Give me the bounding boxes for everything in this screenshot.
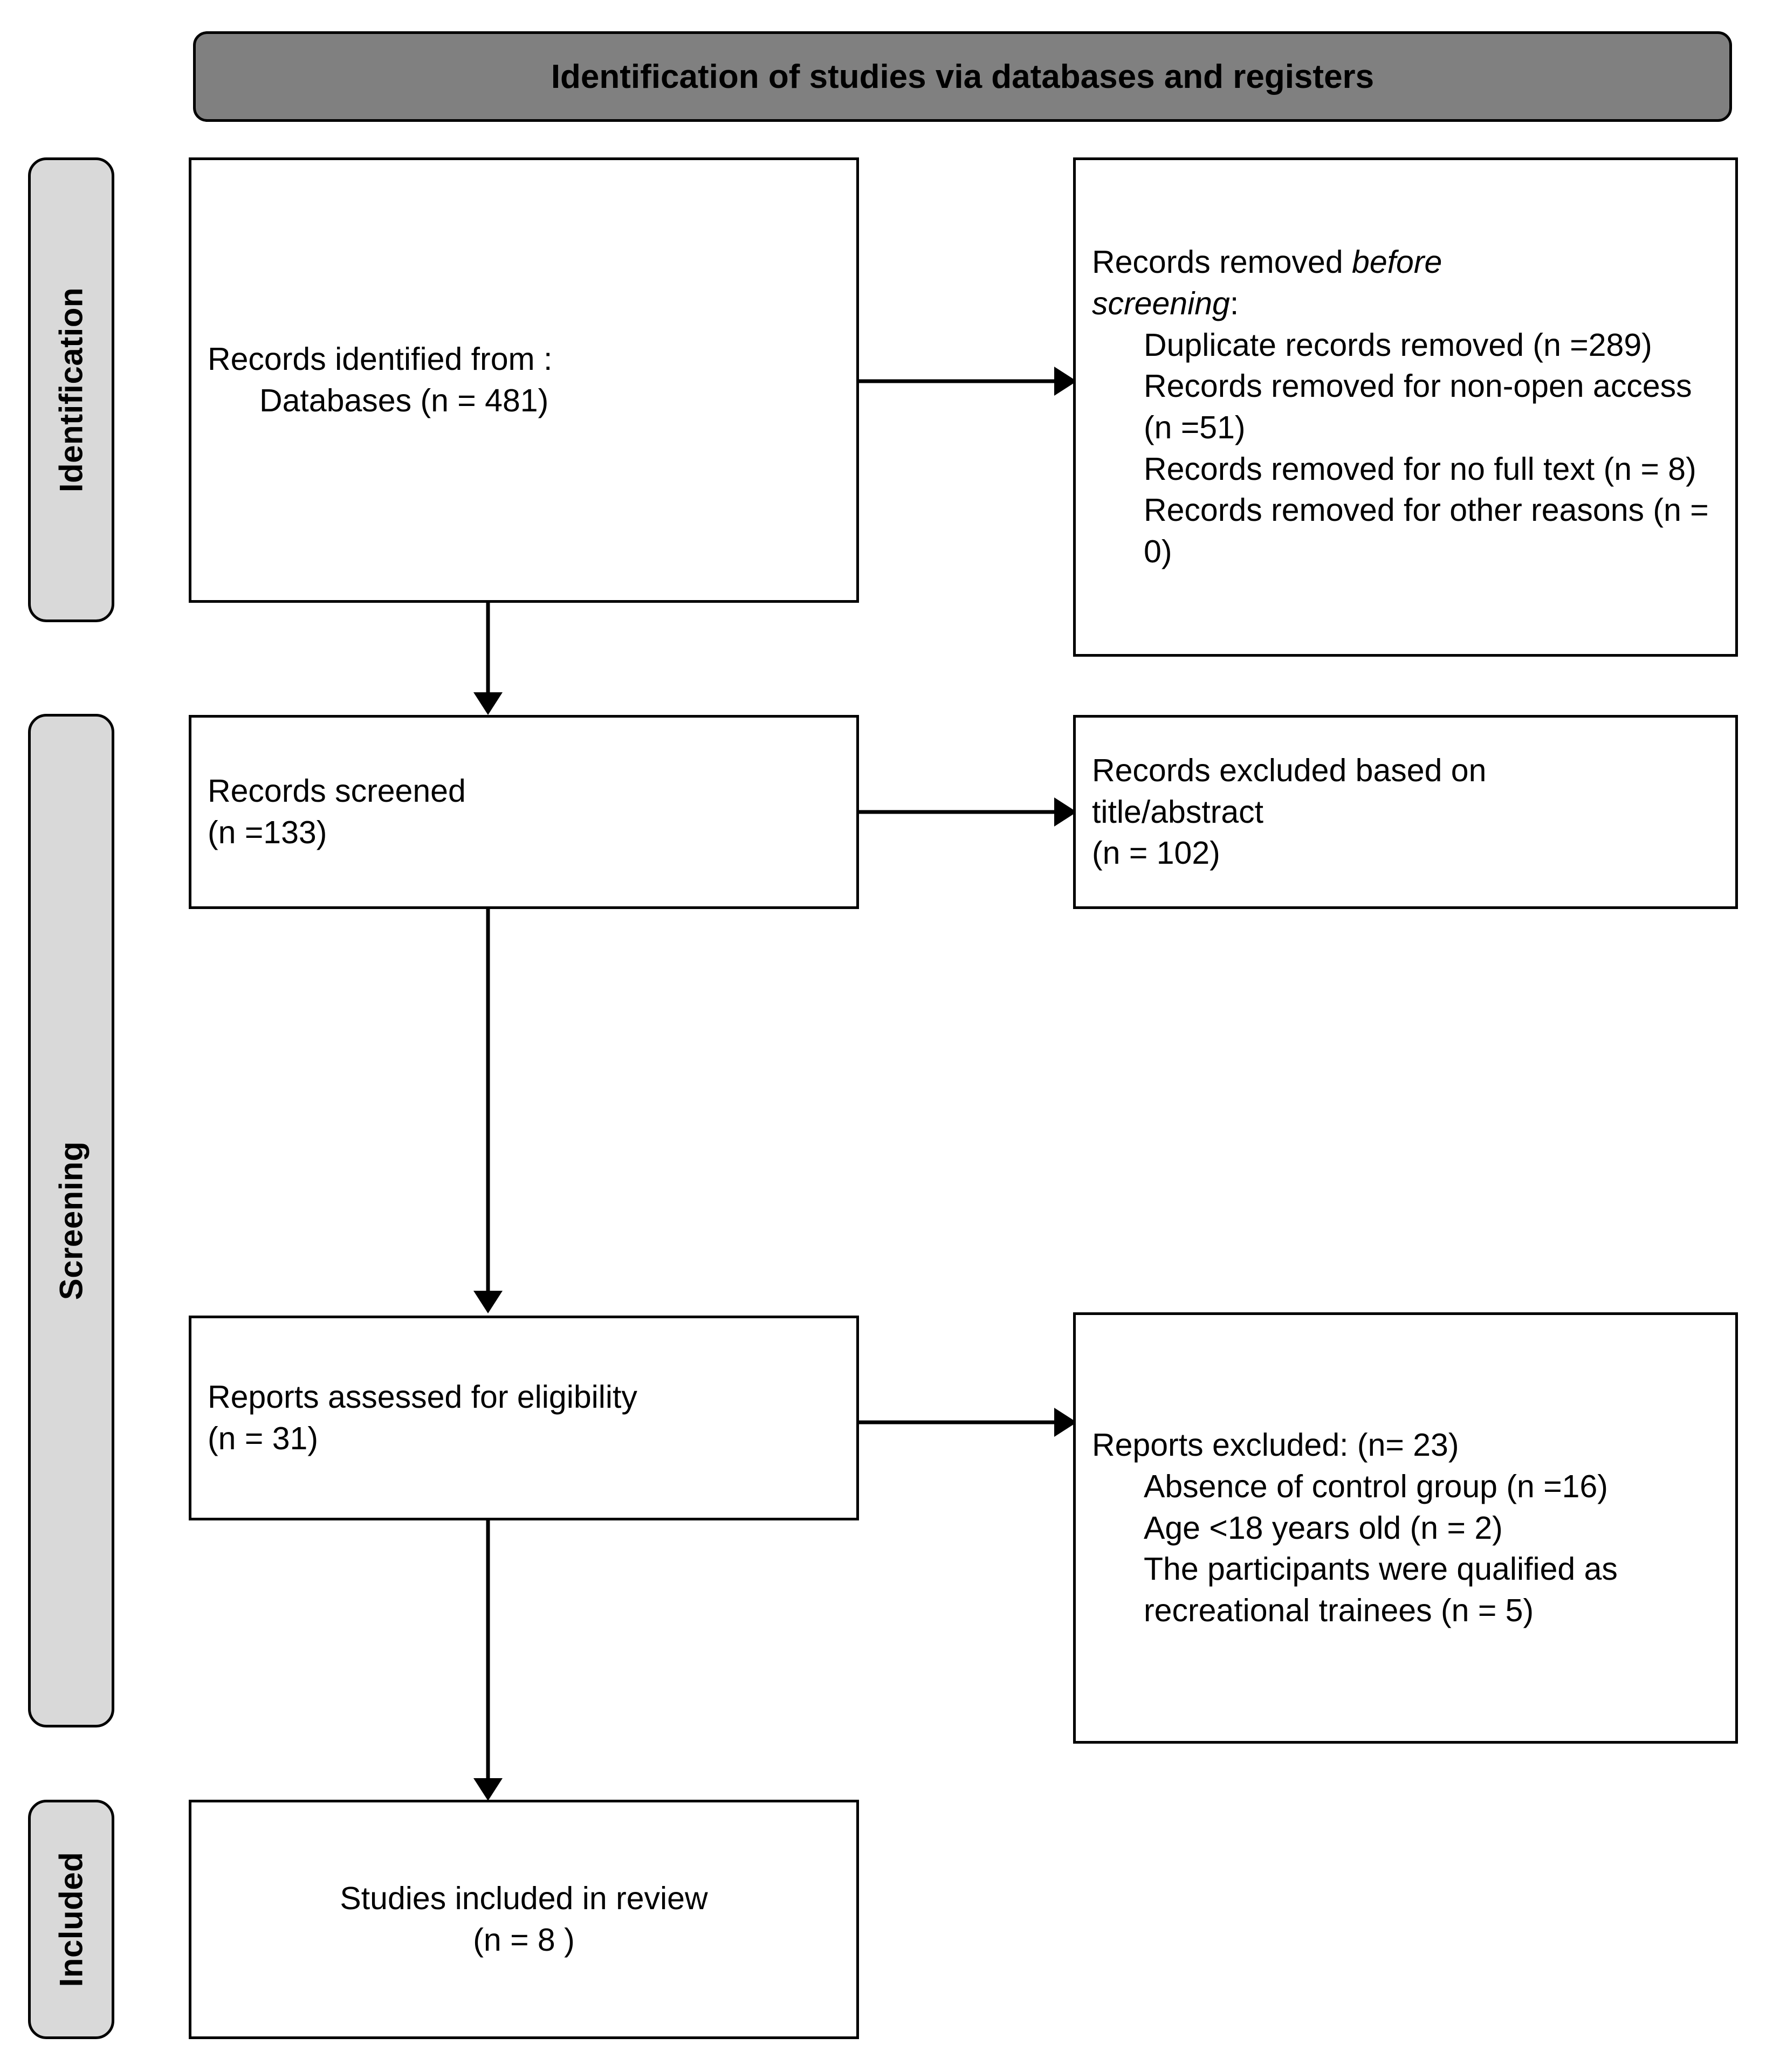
arrow-assessed-to-included	[472, 1520, 504, 1801]
phase-label-screening: Screening	[53, 1141, 90, 1300]
records-identified-line1: Records identified from :	[208, 341, 553, 377]
studies-included-line1: Studies included in review	[340, 1881, 708, 1917]
records-removed-item-4: Records removed for other reasons (n = 0…	[1144, 492, 1709, 570]
records-excluded-line3: (n = 102)	[1092, 835, 1220, 871]
box-reports-excluded: Reports excluded: (n= 23) Absence of con…	[1073, 1312, 1738, 1744]
phase-label-identification: Identification	[53, 287, 90, 493]
box-reports-excluded-text: Reports excluded: (n= 23) Absence of con…	[1076, 1424, 1735, 1631]
box-studies-included: Studies included in review (n = 8 )	[189, 1800, 859, 2039]
records-removed-heading-plain: Records removed	[1092, 244, 1352, 280]
diagram-header-title: Identification of studies via databases …	[551, 58, 1375, 95]
records-excluded-line2: title/abstract	[1092, 794, 1264, 830]
arrow-identified-to-screened	[472, 603, 504, 715]
reports-assessed-line1: Reports assessed for eligibility	[208, 1379, 637, 1415]
box-records-removed-before-screening: Records removed before screening: Duplic…	[1073, 157, 1738, 657]
reports-excluded-heading: Reports excluded: (n= 23)	[1092, 1427, 1459, 1463]
reports-excluded-item-1: Absence of control group (n =16)	[1144, 1468, 1608, 1504]
reports-excluded-item-3: The participants were qualified as recre…	[1144, 1551, 1618, 1629]
box-reports-assessed: Reports assessed for eligibility (n = 31…	[189, 1316, 859, 1520]
studies-included-line2: (n = 8 )	[473, 1922, 575, 1958]
records-screened-line1: Records screened	[208, 773, 466, 809]
records-removed-heading-colon: :	[1229, 285, 1239, 321]
phase-pill-screening: Screening	[28, 714, 114, 1727]
box-records-screened: Records screened (n =133)	[189, 715, 859, 909]
diagram-header-banner: Identification of studies via databases …	[193, 31, 1732, 122]
box-records-excluded: Records excluded based on title/abstract…	[1073, 715, 1738, 909]
phase-pill-identification: Identification	[28, 157, 114, 622]
arrow-assessed-to-reports-excluded	[859, 1406, 1077, 1438]
records-removed-heading-italic-1: before	[1352, 244, 1442, 280]
box-records-identified: Records identified from : Databases (n =…	[189, 157, 859, 603]
records-removed-item-3: Records removed for no full text (n = 8)	[1144, 451, 1696, 487]
reports-excluded-item-2: Age <18 years old (n = 2)	[1144, 1510, 1503, 1546]
box-studies-included-text: Studies included in review (n = 8 )	[191, 1878, 856, 1960]
records-excluded-line1: Records excluded based on	[1092, 752, 1487, 788]
phase-label-included: Included	[53, 1851, 90, 1987]
records-screened-line2: (n =133)	[208, 815, 327, 850]
box-records-excluded-text: Records excluded based on title/abstract…	[1076, 750, 1735, 874]
box-reports-assessed-text: Reports assessed for eligibility (n = 31…	[191, 1376, 856, 1459]
records-identified-line2: Databases (n = 481)	[259, 383, 549, 418]
records-removed-item-1: Duplicate records removed (n =289)	[1144, 327, 1652, 363]
arrow-screened-to-assessed	[472, 909, 504, 1313]
records-removed-item-2: Records removed for non-open access (n =…	[1144, 368, 1692, 445]
box-records-screened-text: Records screened (n =133)	[191, 770, 856, 853]
box-records-identified-text: Records identified from : Databases (n =…	[191, 339, 856, 421]
box-records-removed-text: Records removed before screening: Duplic…	[1076, 242, 1735, 573]
records-removed-heading-italic-2: screening	[1092, 285, 1230, 321]
arrow-identified-to-removed	[859, 365, 1077, 397]
reports-assessed-line2: (n = 31)	[208, 1421, 318, 1456]
arrow-screened-to-excluded	[859, 796, 1077, 828]
phase-pill-included: Included	[28, 1800, 114, 2039]
